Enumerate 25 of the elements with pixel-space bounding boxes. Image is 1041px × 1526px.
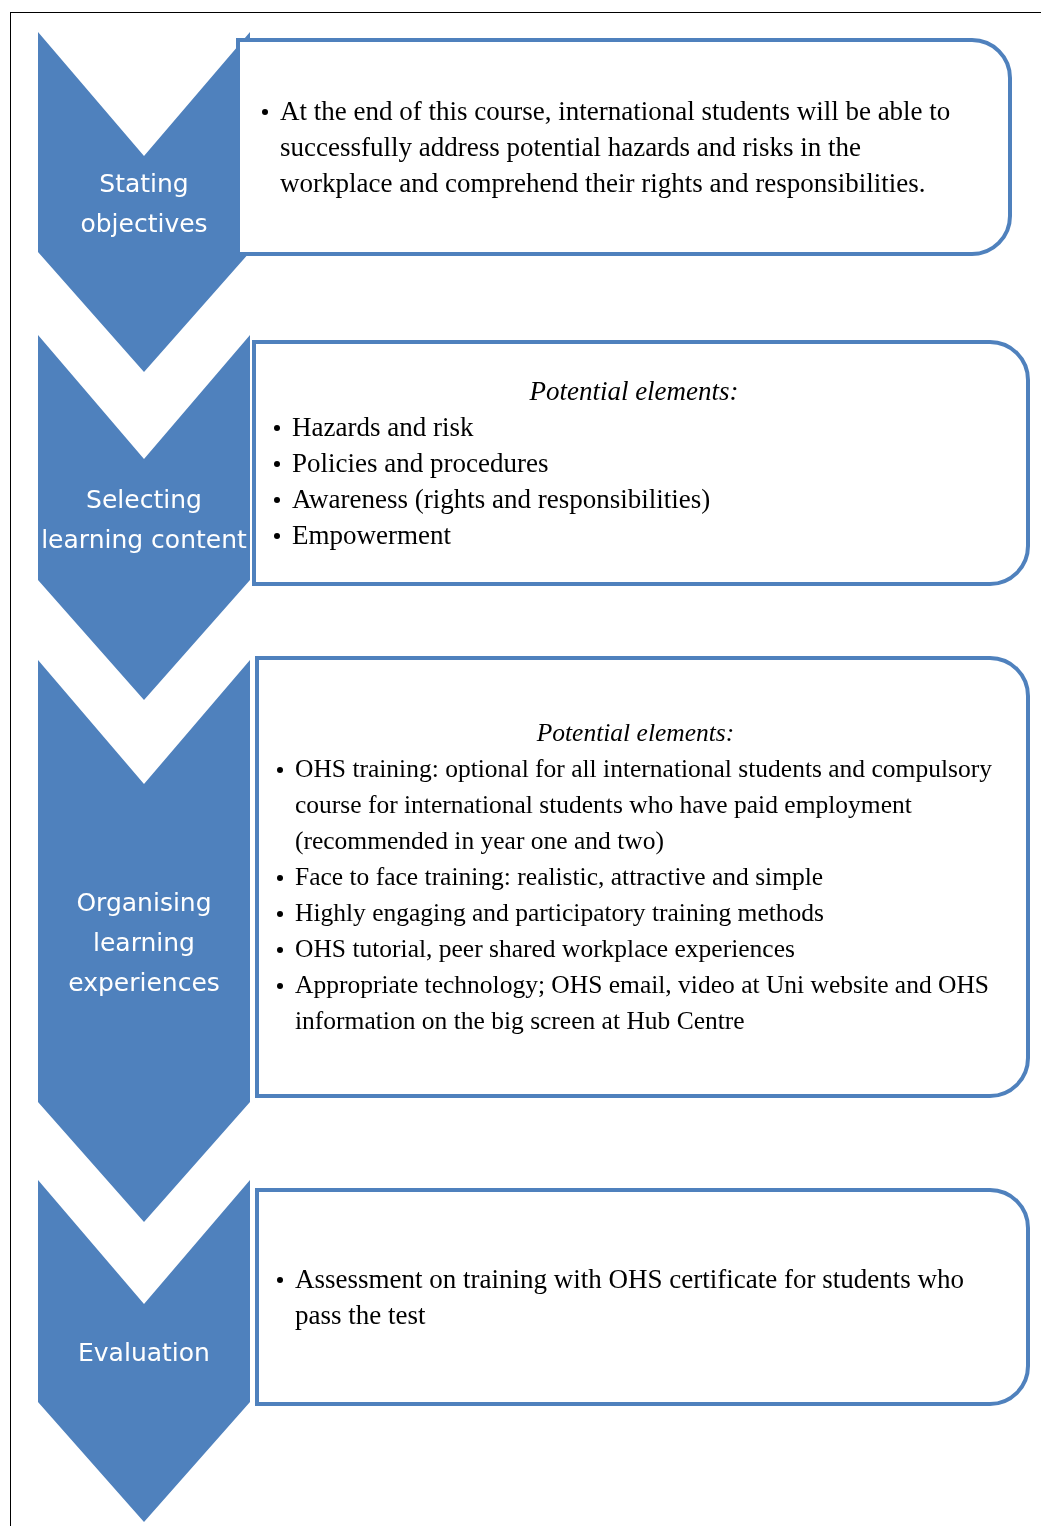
bullet-item: Hazards and risk bbox=[270, 409, 998, 445]
bullet-item: Assessment on training with OHS certificate for students who pass the test bbox=[273, 1261, 998, 1333]
bullet-item: Empowerment bbox=[270, 517, 998, 553]
chevron-step bbox=[38, 1180, 250, 1522]
bullet-item: At the end of this course, international students will be able to successfully address potential hazards and risks in the workplace and comprehend their rights and responsibilities. bbox=[258, 93, 980, 201]
list-heading: Potential elements: bbox=[528, 375, 740, 408]
step-label: Stating objectives bbox=[79, 168, 209, 240]
list-heading: Potential elements: bbox=[535, 717, 736, 749]
bullet-item: Awareness (rights and responsibilities) bbox=[270, 481, 998, 517]
chevron-step bbox=[38, 660, 250, 1222]
bullet-item: Appropriate technology; OHS email, video at Uni website and OHS information on the big screen at Hub Centre bbox=[273, 967, 998, 1039]
text-box bbox=[255, 1188, 1030, 1406]
bullet-item: Face to face training: realistic, attractive and simple bbox=[273, 859, 998, 895]
text-box bbox=[236, 38, 1012, 256]
step-label: Evaluation bbox=[77, 1337, 211, 1369]
bullet-item: Policies and procedures bbox=[270, 445, 998, 481]
text-box bbox=[255, 656, 1030, 1098]
step-label: Organising learning experiences bbox=[67, 887, 221, 999]
text-box bbox=[252, 340, 1030, 586]
bullet-item: OHS training: optional for all international students and compulsory course for international students who have paid employment (recommended in year one and two) bbox=[273, 751, 998, 859]
chevron-step bbox=[38, 335, 250, 700]
step-label: Selecting learning content bbox=[40, 483, 248, 556]
chevron-step bbox=[38, 32, 250, 372]
bullet-item: OHS tutorial, peer shared workplace experiences bbox=[273, 931, 998, 967]
bullet-item: Highly engaging and participatory training methods bbox=[273, 895, 998, 931]
